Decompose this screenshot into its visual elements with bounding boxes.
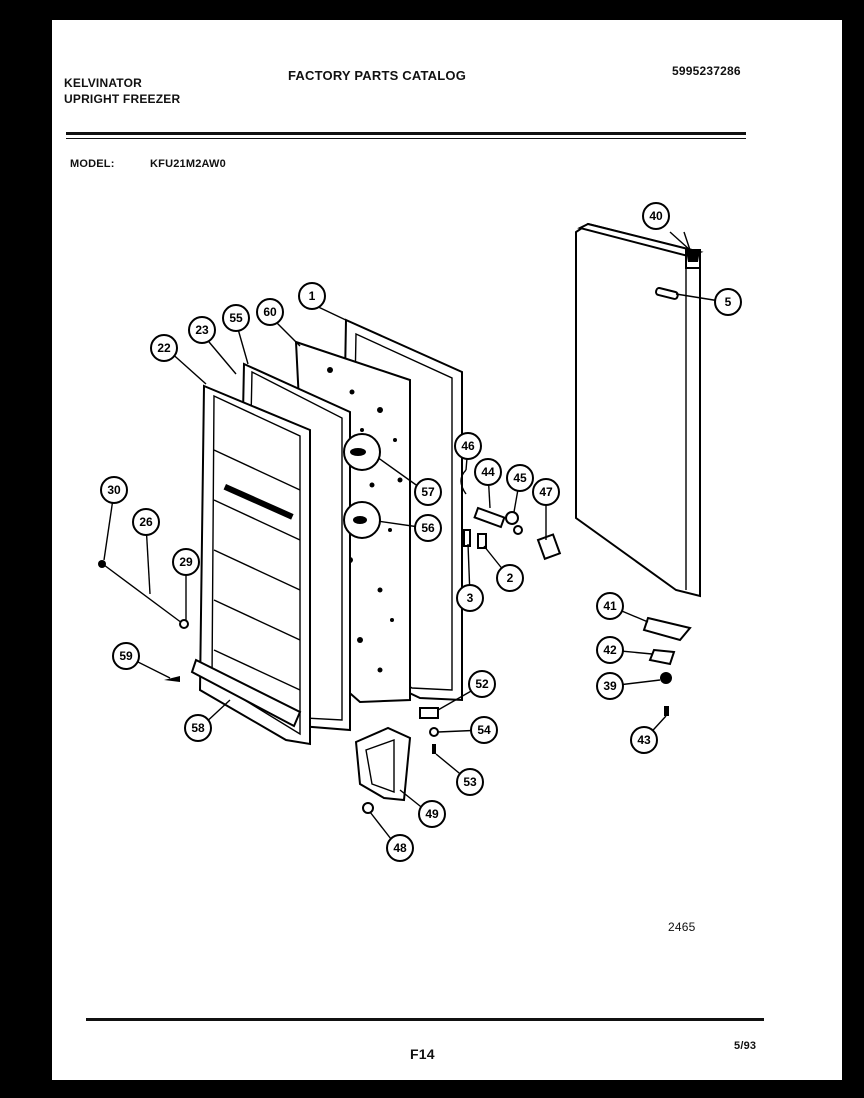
svg-text:47: 47 bbox=[539, 485, 553, 499]
svg-text:1: 1 bbox=[309, 289, 316, 303]
drawing-number: 2465 bbox=[668, 920, 696, 934]
outer-door-panel bbox=[575, 222, 704, 598]
callout-26: 26 bbox=[132, 508, 160, 536]
svg-text:56: 56 bbox=[421, 521, 435, 535]
callout-23: 23 bbox=[188, 316, 216, 344]
callout-39: 39 bbox=[596, 672, 624, 700]
callout-2: 2 bbox=[496, 564, 524, 592]
svg-text:23: 23 bbox=[195, 323, 209, 337]
callout-43: 43 bbox=[630, 726, 658, 754]
page-code: F14 bbox=[410, 1046, 435, 1062]
bottom-hinge-assembly bbox=[642, 616, 692, 716]
svg-text:2: 2 bbox=[507, 571, 514, 585]
svg-text:53: 53 bbox=[463, 775, 477, 789]
footer-rule bbox=[86, 1018, 764, 1021]
svg-text:59: 59 bbox=[119, 649, 133, 663]
svg-text:44: 44 bbox=[481, 465, 495, 479]
bottom-trim bbox=[190, 658, 302, 728]
door-rod bbox=[99, 561, 187, 627]
callout-57: 57 bbox=[414, 478, 442, 506]
top-hinge-pin bbox=[685, 249, 701, 269]
callout-47: 47 bbox=[532, 478, 560, 506]
svg-text:57: 57 bbox=[421, 485, 435, 499]
svg-text:52: 52 bbox=[475, 677, 489, 691]
lower-bracket-assembly bbox=[354, 707, 439, 814]
screw bbox=[164, 676, 180, 682]
header-rule bbox=[66, 132, 746, 135]
callout-46: 46 bbox=[454, 432, 482, 460]
callout-60: 60 bbox=[256, 298, 284, 326]
model-label: MODEL: bbox=[70, 158, 115, 170]
callout-42: 42 bbox=[596, 636, 624, 664]
callout-56: 56 bbox=[414, 514, 442, 542]
document-number: 5995237286 bbox=[672, 64, 741, 78]
catalog-title: FACTORY PARTS CATALOG bbox=[288, 68, 467, 83]
callout-44: 44 bbox=[474, 458, 502, 486]
svg-text:26: 26 bbox=[139, 515, 153, 529]
handle-assembly bbox=[460, 469, 562, 561]
svg-text:5: 5 bbox=[725, 295, 732, 309]
callout-5: 5 bbox=[714, 288, 742, 316]
svg-text:58: 58 bbox=[191, 721, 205, 735]
svg-text:29: 29 bbox=[179, 555, 193, 569]
svg-text:22: 22 bbox=[157, 341, 171, 355]
svg-text:46: 46 bbox=[461, 439, 475, 453]
footer-date: 5/93 bbox=[734, 1040, 757, 1052]
callout-52: 52 bbox=[468, 670, 496, 698]
svg-text:3: 3 bbox=[467, 591, 474, 605]
callout-55: 55 bbox=[222, 304, 250, 332]
svg-text:42: 42 bbox=[603, 643, 617, 657]
callout-48: 48 bbox=[386, 834, 414, 862]
callout-40: 40 bbox=[642, 202, 670, 230]
callout-29: 29 bbox=[172, 548, 200, 576]
svg-text:30: 30 bbox=[107, 483, 121, 497]
callout-54: 54 bbox=[470, 716, 498, 744]
svg-text:48: 48 bbox=[393, 841, 407, 855]
callout-53: 53 bbox=[456, 768, 484, 796]
callout-1: 1 bbox=[298, 282, 326, 310]
model-value: KFU21M2AW0 bbox=[150, 158, 226, 170]
callout-59: 59 bbox=[112, 642, 140, 670]
callout-45: 45 bbox=[506, 464, 534, 492]
svg-text:39: 39 bbox=[603, 679, 617, 693]
callout-49: 49 bbox=[418, 800, 446, 828]
svg-text:41: 41 bbox=[603, 599, 617, 613]
callout-3: 3 bbox=[456, 584, 484, 612]
callout-58: 58 bbox=[184, 714, 212, 742]
product-type: UPRIGHT FREEZER bbox=[64, 92, 181, 106]
callout-22: 22 bbox=[150, 334, 178, 362]
brand-name: KELVINATOR bbox=[64, 76, 143, 90]
svg-text:54: 54 bbox=[477, 723, 491, 737]
svg-text:45: 45 bbox=[513, 471, 527, 485]
svg-text:49: 49 bbox=[425, 807, 439, 821]
svg-text:40: 40 bbox=[649, 209, 663, 223]
svg-text:60: 60 bbox=[263, 305, 277, 319]
svg-text:43: 43 bbox=[637, 733, 651, 747]
header-rule-thin bbox=[66, 138, 746, 139]
inner-door-shelves bbox=[198, 384, 311, 746]
callout-30: 30 bbox=[100, 476, 128, 504]
callout-41: 41 bbox=[596, 592, 624, 620]
svg-text:55: 55 bbox=[229, 311, 243, 325]
